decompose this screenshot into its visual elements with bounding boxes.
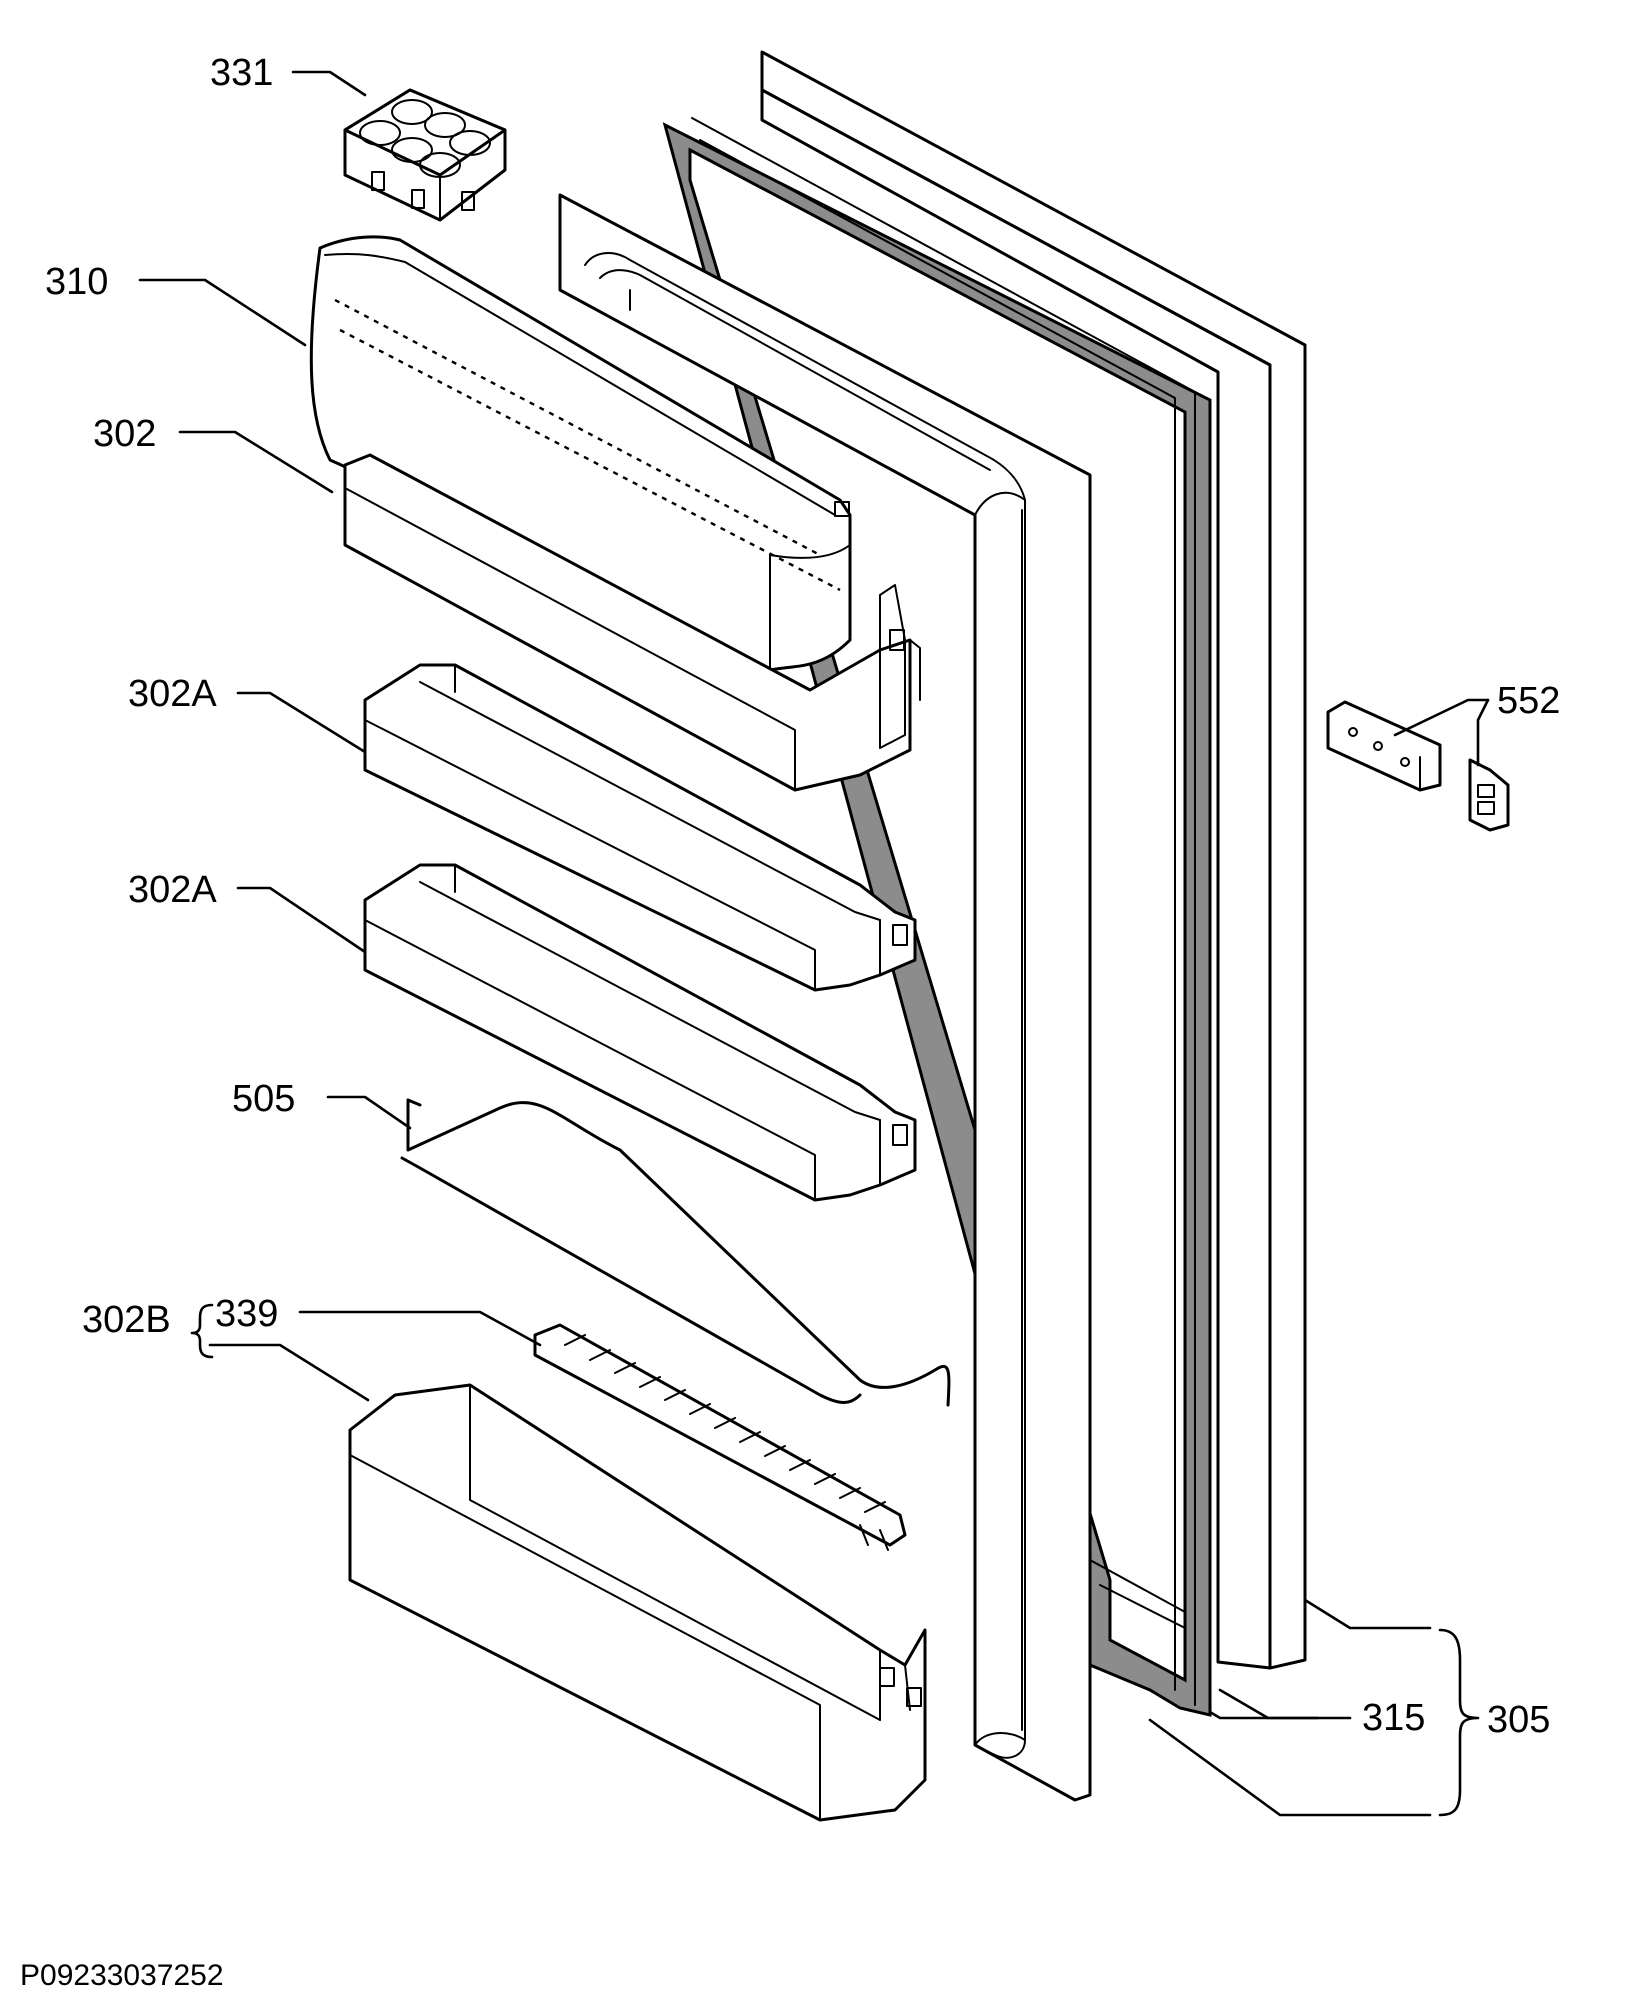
leader-lines — [138, 70, 1490, 1817]
door-shelf-302a-upper — [363, 663, 917, 992]
divider-ribs — [564, 1334, 886, 1513]
door-shelf-302a-lower — [363, 863, 917, 1202]
egg-tray-331 — [343, 88, 507, 222]
label-339: 339 — [215, 1293, 278, 1335]
bottle-shelf-302b — [348, 1383, 927, 1822]
label-505: 505 — [232, 1078, 295, 1120]
label-552: 552 — [1497, 680, 1560, 722]
label-310: 310 — [45, 261, 108, 303]
hinge-cover-552 — [1326, 700, 1442, 792]
dairy-tray-302 — [343, 453, 921, 792]
part-labels: 331 310 302 302A 302A 505 302B 339 552 3… — [20, 52, 1560, 1992]
label-302b: 302B — [82, 1299, 171, 1341]
label-302a-upper: 302A — [128, 673, 217, 715]
label-315: 315 — [1362, 1697, 1425, 1739]
label-302: 302 — [93, 413, 156, 455]
bottle-retainer-505 — [400, 1098, 951, 1407]
label-305: 305 — [1487, 1699, 1550, 1741]
label-331: 331 — [210, 52, 273, 94]
drawing-code: P09233037252 — [20, 1959, 224, 1992]
door-inner-liner — [558, 193, 1092, 1802]
door-outer-panel — [760, 50, 1307, 1670]
bottle-divider-339 — [533, 1323, 907, 1551]
hinge-bracket-552 — [1468, 758, 1510, 832]
label-302a-lower: 302A — [128, 869, 217, 911]
